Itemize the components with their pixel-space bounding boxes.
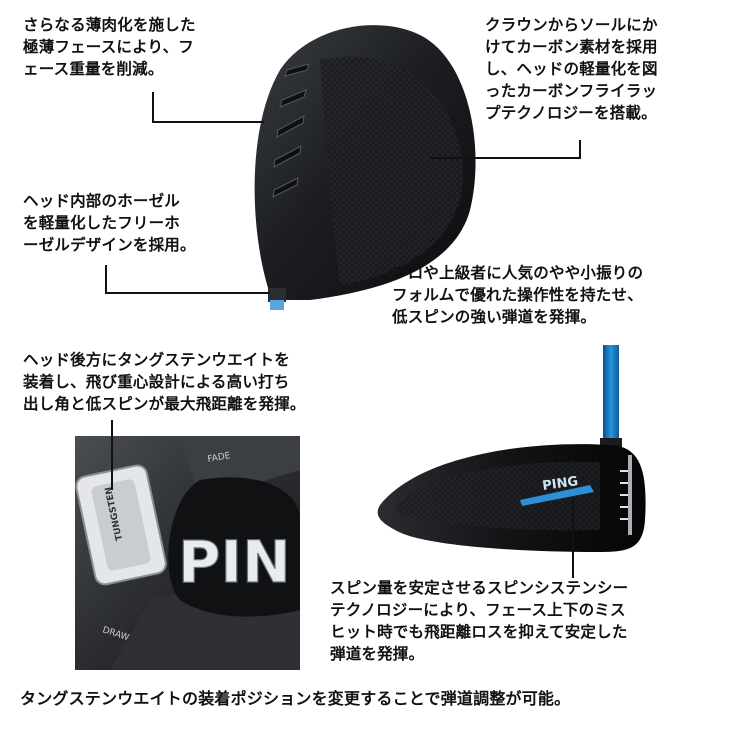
hosel-leader-line-horizontal [105, 292, 270, 294]
face-leader-line-horizontal [152, 121, 264, 123]
tungsten-annotation: ヘッド後方にタングステンウエイトを 装着し、飛び重心設計による高い打ち 出し角と… [23, 351, 306, 413]
crown-annotation: クラウンからソールにか けてカーボン素材を採用 し、ヘッドの軽量化を図 ったカー… [485, 16, 658, 122]
driver-crown-view [254, 25, 476, 310]
rear-weight-closeup: PIN TUNGSTEN FADE DRAW [75, 436, 300, 670]
face-annotation: さらなる薄肉化を施した 極薄フェースにより、フ ェース重量を削減。 [23, 16, 196, 78]
tungsten-leader-line [111, 420, 113, 490]
crown-leader-line-horizontal [430, 157, 581, 159]
face-leader-line [152, 92, 154, 122]
fade-label: FADE [207, 451, 232, 465]
spin-leader-line [572, 498, 574, 578]
pro-annotation: プロや上級者に人気のやや小振りの フォルムで優れた操作性を持たせ、 低スピンの強… [392, 264, 644, 326]
driver-side-view: PING [377, 345, 646, 552]
side-brand-logo: PING [541, 474, 579, 494]
spin-annotation: スピン量を安定させるスピンシステンシー テクノロジーにより、フェース上下のミス … [330, 579, 629, 663]
rear-brand-logo: PIN [178, 528, 291, 596]
adjust-annotation: タングステンウエイトの装着ポジションを変更することで弾道調整が可能。 [20, 689, 571, 708]
hosel-annotation: ヘッド内部のホーゼル を軽量化したフリーホ ーゼルデザインを採用。 [23, 192, 196, 254]
hosel-leader-line [105, 265, 107, 293]
crown-leader-line [579, 140, 581, 158]
